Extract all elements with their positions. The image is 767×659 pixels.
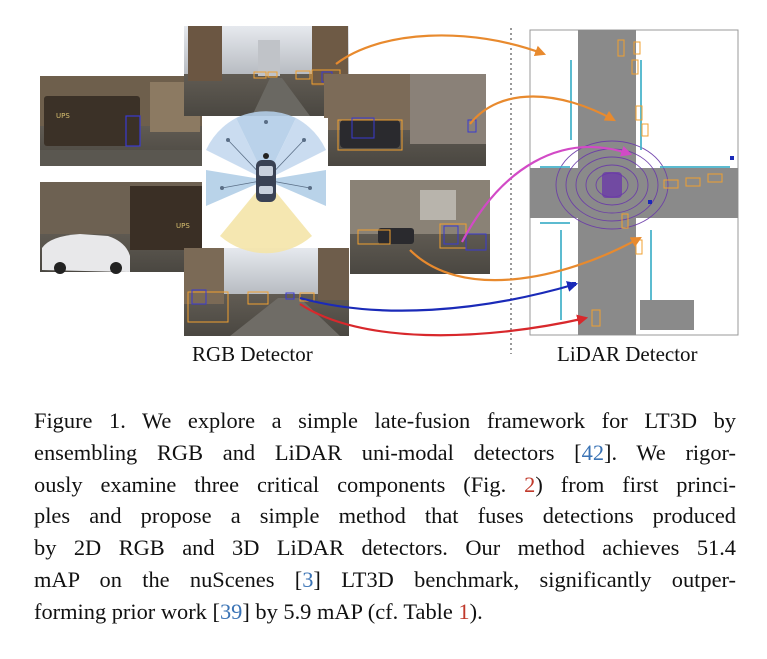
camera-front-right bbox=[324, 74, 486, 166]
caption-line: mAP on the nuScenes [3] LT3D benchmark, … bbox=[34, 564, 736, 596]
caption-text: ]. We rigor- bbox=[604, 439, 736, 465]
caption-line: ples and propose a simple method that fu… bbox=[34, 500, 736, 532]
citation-link[interactable]: 42 bbox=[581, 439, 605, 465]
caption-text: mAP on the nuScenes [ bbox=[34, 566, 303, 592]
figure-1: UPS bbox=[40, 26, 739, 366]
caption-text: ) from first princi- bbox=[535, 471, 736, 497]
figure-caption: Figure 1. We explore a simple late-fusio… bbox=[34, 405, 736, 628]
figure-graphic: UPS bbox=[40, 26, 739, 354]
caption-text: ). bbox=[469, 598, 483, 624]
rgb-detector-label: RGB Detector bbox=[192, 342, 313, 366]
caption-text: ples and propose a simple method that fu… bbox=[34, 503, 736, 529]
lidar-detector-label: LiDAR Detector bbox=[557, 342, 698, 366]
caption-text: ] by 5.9 mAP (cf. Table bbox=[242, 598, 459, 624]
caption-text: forming prior work [ bbox=[34, 598, 220, 624]
caption-text: by 2D RGB and 3D LiDAR detectors. Our me… bbox=[34, 535, 736, 561]
arrow-blue bbox=[299, 281, 579, 312]
arrow-orange-top bbox=[335, 34, 547, 65]
fusion-arrows bbox=[299, 34, 642, 337]
svg-text:UPS: UPS bbox=[56, 112, 70, 120]
camera-back bbox=[184, 248, 349, 336]
arrow-orange-bottom bbox=[409, 236, 642, 282]
arrow-magenta bbox=[461, 145, 633, 243]
caption-line: ously examine three critical components … bbox=[34, 469, 736, 501]
caption-line: forming prior work [39] by 5.9 mAP (cf. … bbox=[34, 596, 736, 628]
caption-text: ] LT3D benchmark, significantly outper- bbox=[313, 566, 736, 592]
caption-text: ously examine three critical components … bbox=[34, 471, 525, 497]
arrow-orange-mid bbox=[469, 95, 616, 125]
citation-link[interactable]: 3 bbox=[302, 566, 314, 592]
caption-text: Figure 1. We explore a simple late-fusio… bbox=[34, 408, 736, 433]
camera-back-left: UPS bbox=[40, 182, 202, 274]
ego-vehicle-diagram bbox=[204, 111, 328, 254]
citation-link[interactable]: 39 bbox=[219, 598, 243, 624]
camera-back-right bbox=[350, 180, 490, 274]
citation-link[interactable]: 1 bbox=[458, 598, 470, 624]
caption-text: ensembling RGB and LiDAR uni-modal detec… bbox=[34, 439, 582, 465]
caption-line: by 2D RGB and 3D LiDAR detectors. Our me… bbox=[34, 532, 736, 564]
svg-text:UPS: UPS bbox=[176, 222, 190, 230]
lidar-bev-panel bbox=[529, 29, 739, 336]
citation-link[interactable]: 2 bbox=[524, 471, 536, 497]
caption-line: Figure 1. We explore a simple late-fusio… bbox=[34, 405, 736, 437]
arrow-red bbox=[299, 303, 589, 337]
camera-front-left: UPS bbox=[40, 76, 202, 166]
caption-line: ensembling RGB and LiDAR uni-modal detec… bbox=[34, 437, 736, 469]
